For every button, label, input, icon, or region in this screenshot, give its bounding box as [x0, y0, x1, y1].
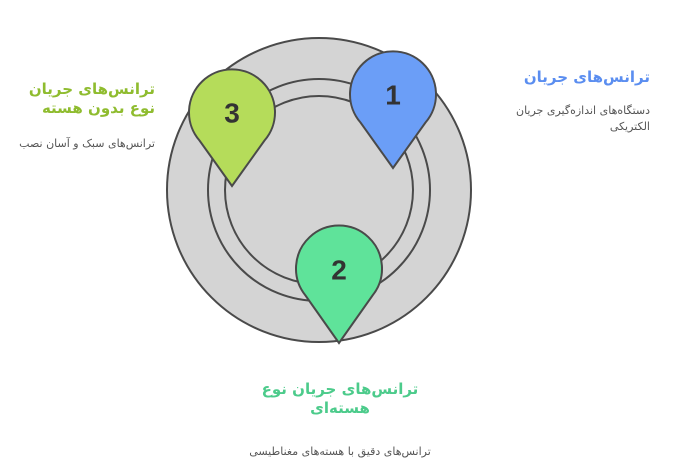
pin-marker-2[interactable]: 2 — [295, 224, 383, 345]
label-block-3: ترانس‌های جریان نوع بدون هسته ترانس‌های … — [5, 80, 155, 152]
pin-3-description: ترانس‌های سبک و آسان نصب — [19, 137, 155, 150]
pin-3-number: 3 — [224, 98, 240, 129]
pin-1-number: 1 — [385, 80, 401, 111]
pin-3-title: ترانس‌های جریان نوع بدون هسته — [28, 80, 155, 117]
label-block-2: ترانس‌های جریان نوع هسته‌ای ترانس‌های دق… — [240, 380, 440, 460]
pin-2-shape — [295, 224, 383, 345]
pin-2-number: 2 — [331, 255, 347, 286]
pin-marker-1[interactable]: 1 — [349, 50, 437, 170]
pin-2-description: ترانس‌های دقیق با هسته‌های مغناطیسی — [249, 445, 431, 458]
label-block-1: ترانس‌های جریان دستگاه‌های اندازه‌گیری ج… — [500, 68, 650, 135]
pin-2-title: ترانس‌های جریان نوع هسته‌ای — [261, 380, 419, 417]
pin-3-shape — [188, 68, 276, 188]
pin-1-shape — [349, 50, 437, 170]
pin-1-description: دستگاه‌های اندازه‌گیری جریان الکتریکی — [516, 104, 650, 133]
pin-marker-3[interactable]: 3 — [188, 68, 276, 188]
pin-1-title: ترانس‌های جریان — [523, 68, 650, 86]
